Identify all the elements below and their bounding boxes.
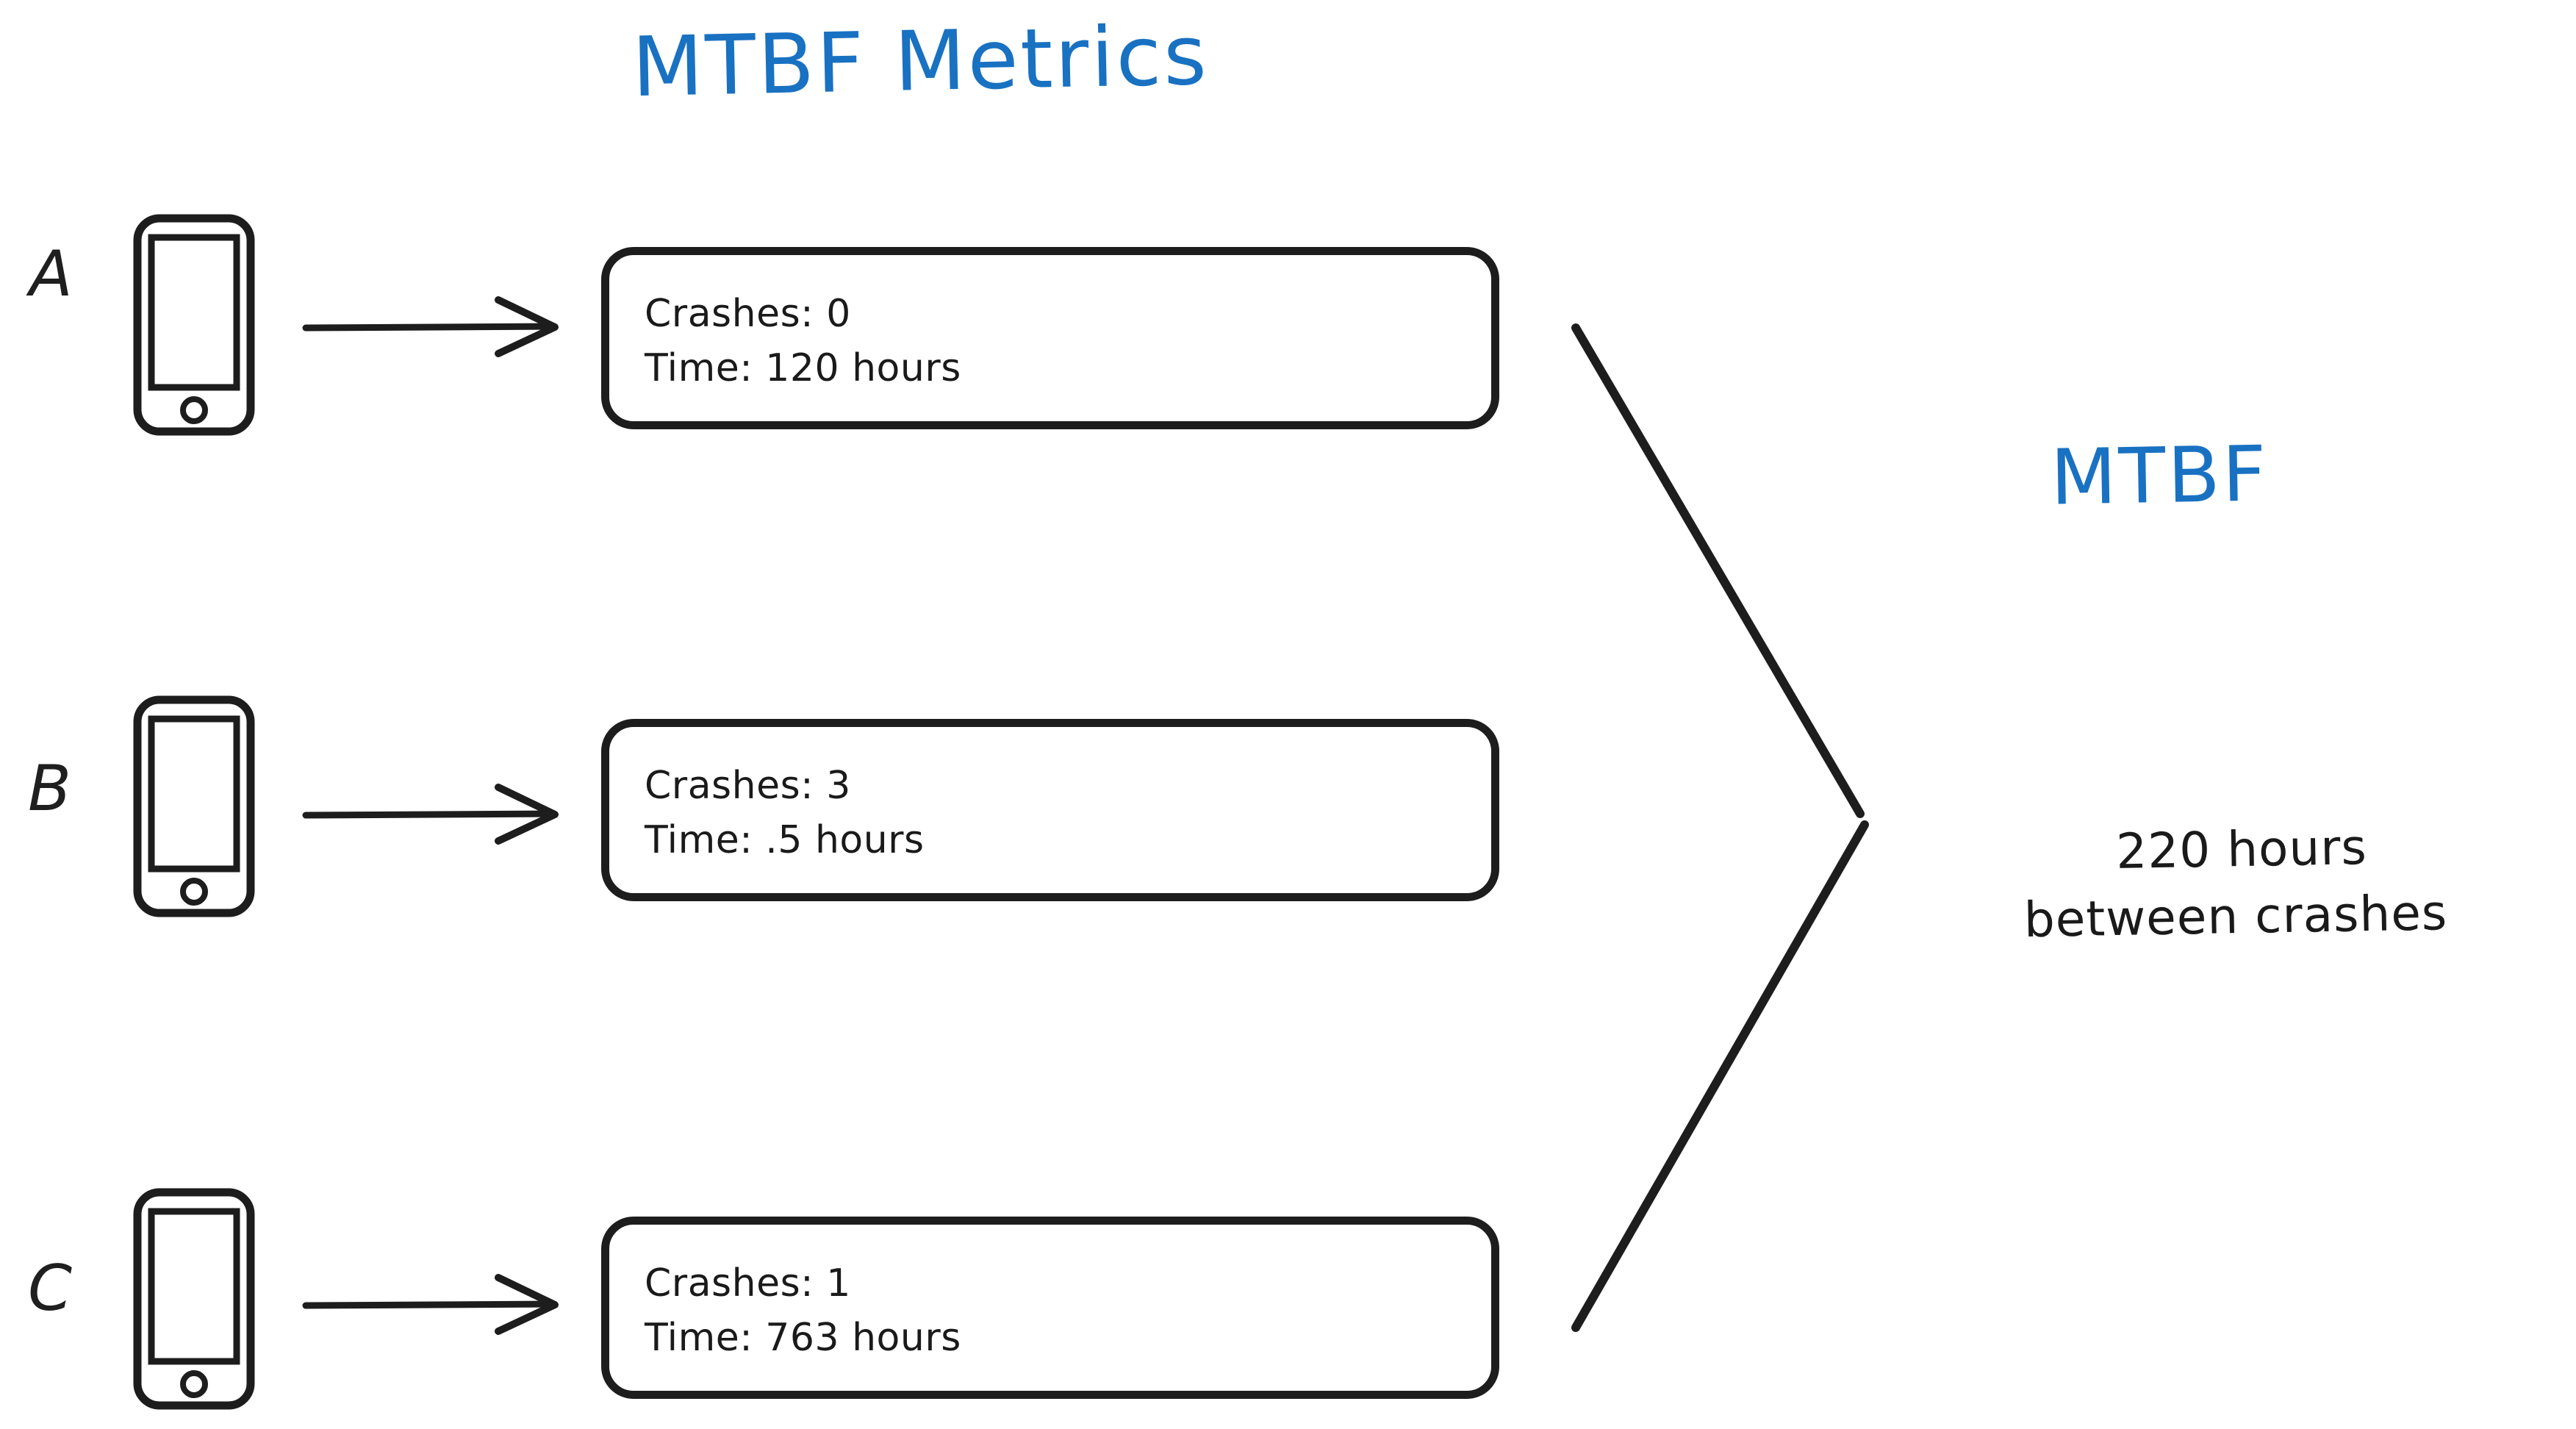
time-value-b: Time: .5 hours	[645, 817, 925, 862]
metrics-box-b-text: Crashes: 3 Time: .5 hours	[645, 759, 925, 868]
mobile-phone-icon	[132, 695, 256, 918]
mtbf-caption: between crashes	[2023, 884, 2448, 949]
mtbf-result: 220 hours between crashes	[1911, 816, 2572, 950]
row-label-a: A	[29, 237, 73, 311]
mobile-phone-icon	[132, 1187, 256, 1411]
arrow-right-icon	[301, 283, 566, 371]
mobile-phone-icon	[132, 213, 256, 437]
metrics-box-b: Crashes: 3 Time: .5 hours	[601, 719, 1499, 901]
arrow-right-icon	[301, 1261, 566, 1349]
time-value-a: Time: 120 hours	[645, 345, 961, 390]
mtbf-value: 220 hours	[2115, 819, 2368, 880]
crashes-value-a: Crashes: 0	[645, 292, 851, 336]
page-title: MTBF Metrics	[631, 7, 1210, 116]
mtbf-heading: MTBF	[2049, 429, 2270, 523]
crashes-value-b: Crashes: 3	[645, 764, 851, 808]
metrics-box-a-text: Crashes: 0 Time: 120 hours	[645, 287, 961, 396]
time-value-c: Time: 763 hours	[645, 1315, 961, 1360]
metrics-box-c: Crashes: 1 Time: 763 hours	[601, 1217, 1499, 1399]
chevron-right-icon	[1536, 294, 1918, 1360]
crashes-value-c: Crashes: 1	[645, 1261, 851, 1306]
row-label-b: B	[28, 752, 72, 825]
arrow-right-icon	[301, 770, 566, 859]
metrics-box-c-text: Crashes: 1 Time: 763 hours	[645, 1257, 961, 1366]
metrics-box-a: Crashes: 0 Time: 120 hours	[601, 247, 1499, 429]
row-label-c: C	[28, 1252, 73, 1325]
